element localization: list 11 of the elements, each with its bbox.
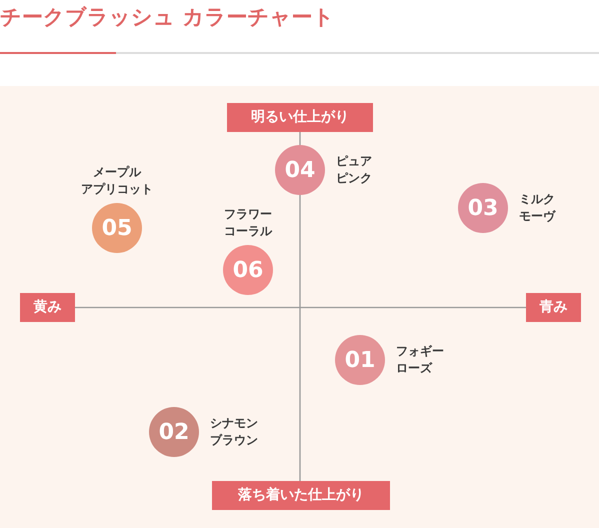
chart-title: チークブラッシュ カラーチャート bbox=[0, 4, 334, 31]
color-name: ピュアピンク bbox=[336, 153, 372, 187]
axis-label-box: 青み bbox=[526, 293, 581, 322]
color-name: シナモンブラウン bbox=[210, 415, 258, 449]
axis-label-box: 明るい仕上がり bbox=[227, 103, 373, 132]
color-name: ミルクモーヴ bbox=[519, 191, 555, 225]
axis-label-box: 落ち着いた仕上がり bbox=[212, 481, 390, 510]
color-name: フォギーローズ bbox=[396, 343, 444, 377]
color-name: フラワーコーラル bbox=[224, 206, 272, 240]
color-name: メープルアプリコット bbox=[81, 164, 153, 198]
axis-label-box: 黄み bbox=[20, 293, 75, 322]
